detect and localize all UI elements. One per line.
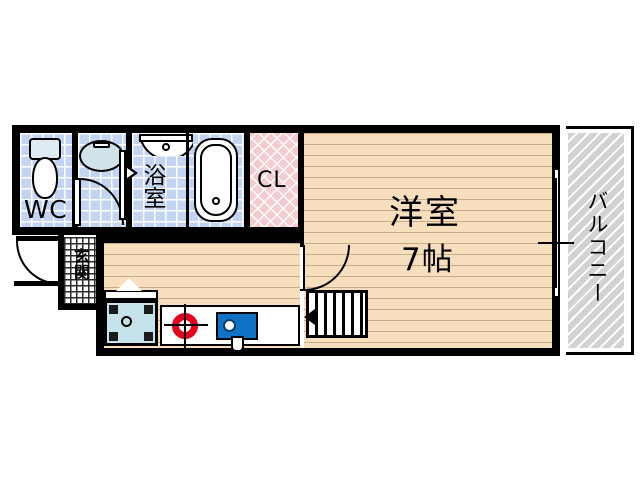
label-closet: CL <box>257 168 287 193</box>
entrance-door-swing-arc <box>16 241 60 285</box>
shower-knob-icon <box>162 143 170 151</box>
label-balcony: バルコニー <box>585 190 609 305</box>
wall-main-top <box>298 125 560 133</box>
balcony-rail-bottom <box>566 352 634 355</box>
wall-hallway-top <box>96 235 304 243</box>
appliance-hood-triangle-icon <box>116 278 142 291</box>
washbasin-faucet-icon <box>93 142 110 148</box>
label-bath: 浴室 <box>139 163 165 209</box>
entrance-door-leaf <box>16 236 60 241</box>
bath-door-leaf <box>119 150 126 220</box>
bathtub-drain-icon <box>212 197 220 205</box>
bathtub-inner-icon <box>200 144 232 216</box>
appliance-hood-panel <box>104 290 158 300</box>
wall-hallway-left <box>96 235 104 356</box>
wall-closet-right <box>298 125 304 237</box>
balcony-rail-top <box>566 126 634 129</box>
shower-faucet-bar-icon <box>139 134 193 142</box>
wall-bath-closet-divider <box>244 125 250 235</box>
label-genkan: 玄関 <box>71 248 90 280</box>
wall-genkan-bottom <box>58 304 104 310</box>
entrance-threshold <box>14 281 60 286</box>
balcony-window-mullion-v <box>555 178 558 288</box>
wall-genkan-left <box>58 235 64 310</box>
kitchen-sink-faucet-icon <box>231 336 244 352</box>
label-room-name: 洋室 <box>389 193 461 233</box>
room-balcony-floor <box>568 133 624 348</box>
louver-closet-panel <box>306 290 368 338</box>
washroom-door-leaf <box>73 178 81 226</box>
room-closet-floor <box>250 133 304 227</box>
wall-main-bottom <box>96 348 560 356</box>
toilet-bowl-icon <box>32 157 58 199</box>
bath-door-arrow-icon <box>127 165 138 181</box>
bath-partition-line <box>186 133 189 227</box>
washing-machine-icon <box>104 300 158 346</box>
balcony-rail-gap <box>624 133 631 348</box>
label-room-size: 7帖 <box>401 242 454 278</box>
louver-handle-arrow-icon <box>304 309 315 325</box>
gas-burner-crosshair-v <box>184 304 187 348</box>
label-wc: WC <box>24 195 68 224</box>
room-genkan-floor <box>64 237 96 309</box>
balcony-rail-right <box>631 126 634 355</box>
